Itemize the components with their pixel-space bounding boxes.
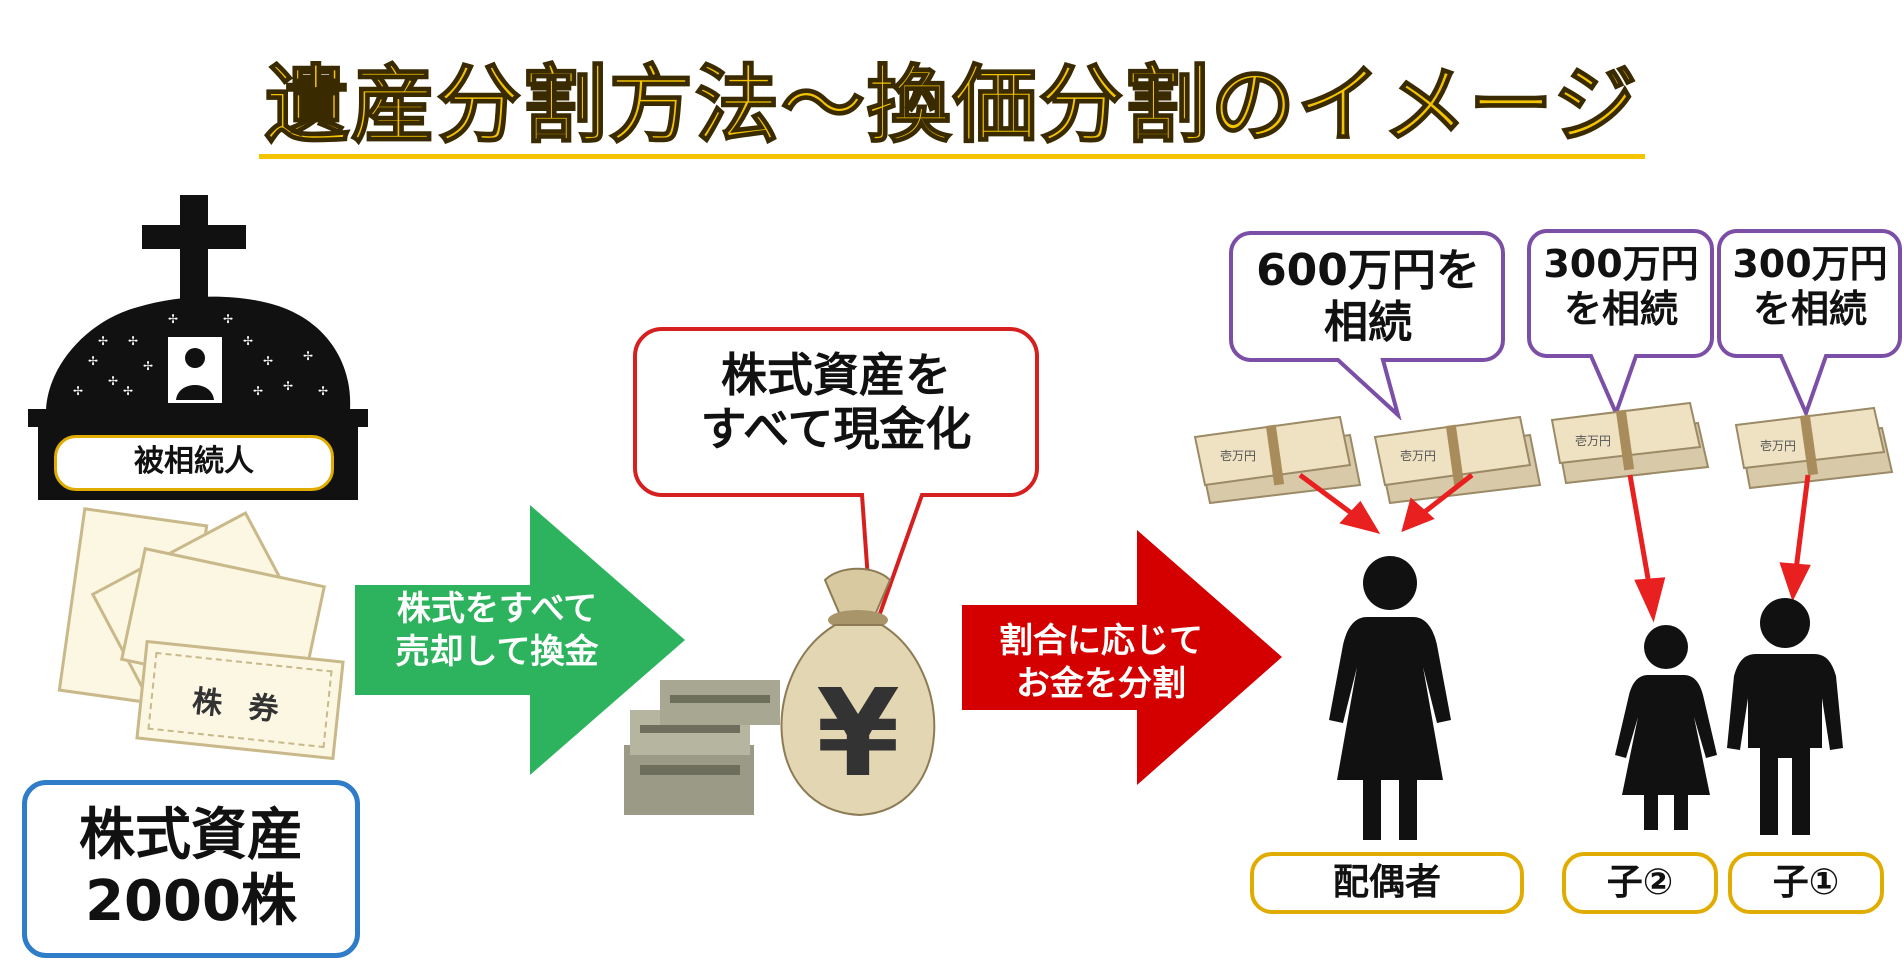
heir-label-child2: 子②	[1562, 852, 1718, 914]
child2-bubble	[1526, 229, 1714, 418]
banknote-stack-icon	[1734, 406, 1894, 490]
svg-text:✢: ✢	[263, 354, 273, 368]
heir-label-child1: 子①	[1728, 852, 1884, 914]
heir-label-spouse: 配偶者	[1250, 852, 1524, 914]
svg-text:壱万円: 壱万円	[1760, 439, 1796, 453]
green-arrow	[355, 505, 685, 775]
svg-text:✢: ✢	[143, 359, 153, 373]
stock-asset-line1: 株式資産	[79, 803, 303, 868]
banknote-stack-icon	[1550, 401, 1710, 485]
money-bag-icon: ¥	[624, 567, 936, 817]
spouse-bubble	[1228, 231, 1505, 420]
svg-text:¥: ¥	[816, 665, 900, 804]
child2-person-icon	[1615, 625, 1717, 830]
arrow-sell-text: 株式をすべて売却して換金	[395, 589, 599, 672]
svg-text:壱万円: 壱万円	[1220, 449, 1256, 463]
child1-bubble	[1716, 229, 1902, 418]
page-title: 遺産分割方法～換価分割のイメージ	[0, 38, 1904, 159]
arrow-divide-text: 割合に応じてお金を分割	[999, 621, 1203, 704]
stock-certificate-front: 株 券	[135, 639, 345, 761]
svg-text:✢: ✢	[123, 384, 133, 398]
svg-text:✢: ✢	[88, 354, 98, 368]
banknote-stack-icon	[1193, 415, 1362, 505]
stock-asset-line2: 2000株	[85, 869, 297, 934]
svg-text:✢: ✢	[283, 379, 293, 393]
decedent-label: 被相続人	[54, 435, 334, 491]
cash-stack-icon	[624, 680, 780, 815]
svg-text:✢: ✢	[168, 312, 178, 326]
child2-bubble-text: 300万円を相続	[1543, 242, 1699, 331]
svg-text:✢: ✢	[98, 334, 108, 348]
svg-text:✢: ✢	[223, 312, 233, 326]
distribution-arrows	[1298, 472, 1811, 623]
svg-text:✢: ✢	[318, 384, 328, 398]
child1-bubble-text: 300万円を相続	[1732, 242, 1888, 331]
svg-text:✢: ✢	[128, 334, 138, 348]
svg-text:✢: ✢	[73, 384, 83, 398]
child1-person-icon	[1727, 598, 1843, 835]
cash-bubble-text: 株式資産をすべて現金化	[700, 348, 972, 457]
banknote-stack-icon	[1373, 415, 1542, 505]
svg-text:✢: ✢	[108, 374, 118, 388]
spouse-person-icon	[1329, 556, 1451, 840]
spouse-bubble-text: 600万円を相続	[1256, 245, 1480, 348]
svg-text:✢: ✢	[253, 384, 263, 398]
svg-text:壱万円: 壱万円	[1400, 449, 1436, 463]
stock-certificates: 株 券	[40, 505, 370, 761]
banknote-stacks: 壱万円壱万円 壱万円壱万円	[1193, 401, 1894, 505]
svg-text:✢: ✢	[303, 349, 313, 363]
svg-text:✢: ✢	[243, 334, 253, 348]
svg-text:壱万円: 壱万円	[1575, 434, 1611, 448]
cash-bubble	[633, 327, 1039, 637]
stock-asset-box: 株式資産 2000株	[22, 780, 360, 958]
red-arrow	[962, 530, 1282, 785]
